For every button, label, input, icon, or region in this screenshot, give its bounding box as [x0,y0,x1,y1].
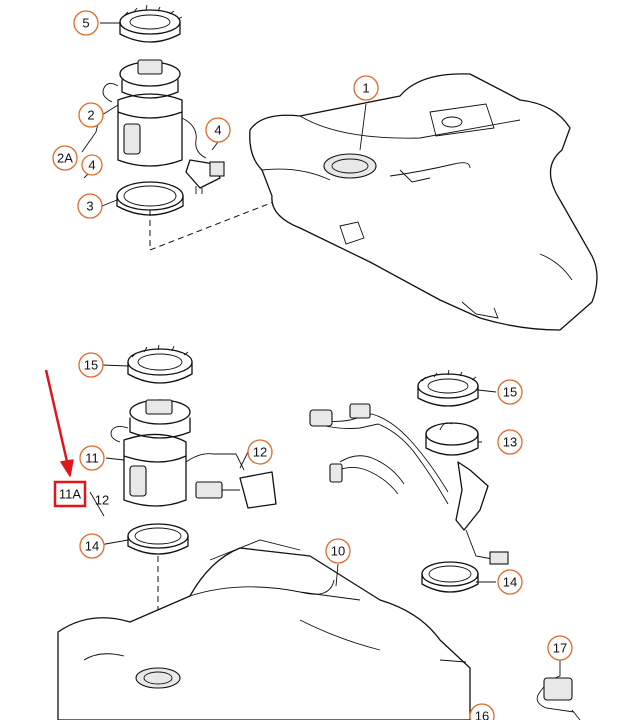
callout-16: 16 [469,703,495,720]
svg-text:13: 13 [503,435,517,450]
callout-4-left: 4 [81,154,103,176]
svg-text:14: 14 [503,575,517,590]
callout-2a: 2A [52,145,78,171]
callout-15-left: 15 [78,352,104,378]
callout-14-left: 14 [79,533,105,559]
callout-5: 5 [73,10,99,36]
svg-text:5: 5 [82,16,89,31]
callout-10: 10 [325,538,351,564]
callout-12-right: 12 [247,439,273,465]
svg-text:2: 2 [87,108,94,123]
fuel-pump-unit-part-11 [110,399,245,507]
callout-17: 17 [547,635,573,661]
svg-text:11: 11 [85,451,99,466]
fuel-tank-part-1 [249,73,598,331]
svg-text:15: 15 [84,358,98,373]
highlight-11a: 11A [53,480,87,508]
svg-text:10: 10 [331,544,345,559]
svg-text:17: 17 [553,641,567,656]
sender-bracket-part-12-left [195,471,277,509]
callout-11: 11 [79,445,105,471]
sender-bracket-part-4 [185,159,225,194]
callout-1: 1 [353,75,379,101]
callout-14-right: 14 [497,569,523,595]
fuel-pump-unit-part-2 [102,59,207,167]
locking-ring-part-15-right [417,369,479,407]
svg-text:3: 3 [86,199,93,214]
svg-text:2A: 2A [57,151,73,166]
svg-text:11A: 11A [59,487,81,502]
callout-13: 13 [497,429,523,455]
callout-15-right: 15 [497,379,523,405]
leader-lines-bottom [89,364,561,662]
svg-text:15: 15 [503,385,517,400]
connector-part-17 [536,662,581,720]
callout-3: 3 [77,193,103,219]
svg-text:12: 12 [253,445,267,460]
fuel-tank-part-10 [57,539,471,720]
svg-text:1: 1 [362,81,369,96]
seal-ring-part-14-right [421,561,479,593]
svg-text:4: 4 [88,158,95,173]
locking-ring-part-15-left [127,344,193,384]
callout-2: 2 [78,102,104,128]
callout-4-right: 4 [205,117,231,143]
sender-unit-part-13 [425,422,509,565]
red-arrow-icon [44,369,74,477]
wiring-harness [309,403,449,505]
svg-text:16: 16 [475,709,489,720]
svg-text:14: 14 [85,539,99,554]
locking-ring-part-5 [119,4,183,43]
label-12-left: 12 [95,493,109,508]
assembly-line-top [149,179,331,251]
svg-text:4: 4 [214,123,221,138]
seal-ring-part-14-left [127,523,189,555]
